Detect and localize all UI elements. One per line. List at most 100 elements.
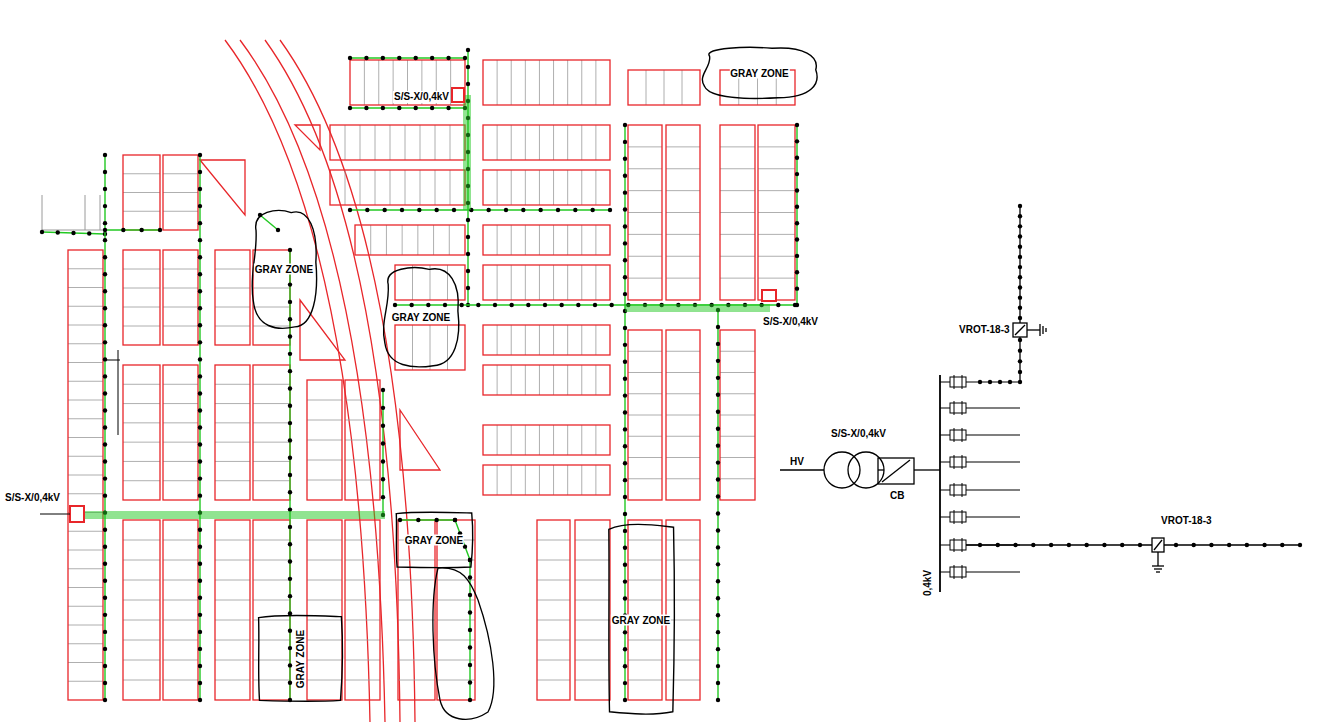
plot-line [307,640,342,641]
plot-line [581,465,582,495]
plot-line [215,307,250,308]
plot-line [123,580,160,581]
pole-dot [103,408,107,412]
plot-line [307,420,342,421]
plot-line [666,278,700,279]
pole-dot [426,303,430,307]
plot-line [386,225,387,255]
fuse-symbol [954,565,955,579]
plot-line [666,256,700,257]
gray-zone: GRAY ZONE [255,612,345,705]
plot-line [567,265,568,300]
pole-dot [468,610,472,614]
cable-line [717,310,718,700]
plot-line [163,442,198,443]
plot-line [628,256,662,257]
pole-dot [103,579,107,583]
plot-line [307,400,342,401]
map-label: S/S-X/0,4kV [393,91,450,103]
plot-line [666,540,700,541]
gray-zone: GRAY ZONE [249,205,319,332]
pole-dot [103,170,107,174]
plot-line [575,660,610,661]
plot-line [595,425,596,455]
pole-dot [364,106,368,110]
plot-line [567,425,568,455]
block-outline [395,325,465,370]
plot-line [253,560,290,561]
plot-line [537,640,570,641]
pole-dot [198,374,202,378]
plot-block [483,60,610,105]
block-outline [163,250,198,345]
pole-dot [288,490,292,494]
pole-dot [573,208,577,212]
plot-line [398,560,435,561]
cable-bundle [466,95,467,210]
plot-line [435,125,436,160]
plot-line [720,146,755,147]
plot-line [720,372,755,373]
pole-dot [716,342,720,346]
pole-dot [1008,380,1012,384]
plot-line [215,384,250,385]
pole-dot [623,681,627,685]
plot-line [253,600,290,601]
block-outline [163,520,198,700]
pole-dot [466,48,470,52]
plot-line [595,225,596,255]
plot-line [345,560,380,561]
plot-line [163,269,198,270]
plot-line [595,125,596,160]
cable-line [350,209,610,210]
pole-dot [198,613,202,617]
plot-line [430,325,431,370]
plot-line [163,640,198,641]
plot-line [163,307,198,308]
plot-line [307,480,342,481]
plot-line [345,540,380,541]
cable-bundle [85,516,385,517]
plot-line [163,461,198,462]
hv-line [780,469,824,470]
fuse-symbol [954,428,955,442]
pole-dot [623,207,627,211]
pole-dot [381,388,385,392]
pole-dot [87,231,91,235]
plot-block [720,330,755,500]
pole-dot [288,542,292,546]
plot-block [483,125,610,160]
cable-bundle [625,305,770,306]
plot-line [581,325,582,355]
plot-line [123,269,160,270]
pole-dot [381,56,385,60]
map-label: CB [889,490,905,502]
plot-line [68,456,103,457]
plot-block [666,520,700,700]
plot-block [163,520,198,700]
plot-line [553,225,554,255]
plot-line [511,325,512,355]
pole-dot [623,123,627,127]
plot-line [215,480,250,481]
pole-dot [623,495,627,499]
block-outline [720,125,755,300]
pole-dot [288,248,292,252]
pole-dot [288,594,292,598]
pole-dot [623,512,627,516]
block-outline [483,425,610,455]
block-outline [330,170,465,205]
plot-line [68,287,103,288]
pole-dot [103,187,107,191]
pole-dot [381,441,385,445]
plot-block [307,520,342,700]
plot-line [68,643,103,644]
pole-dot [288,386,292,390]
block-outline [483,465,610,495]
plot-line [123,288,160,289]
pole-dot [716,562,720,566]
block-outline [300,300,345,360]
pole-dot [139,228,143,232]
plot-line [430,265,431,300]
block-outline [483,125,610,160]
